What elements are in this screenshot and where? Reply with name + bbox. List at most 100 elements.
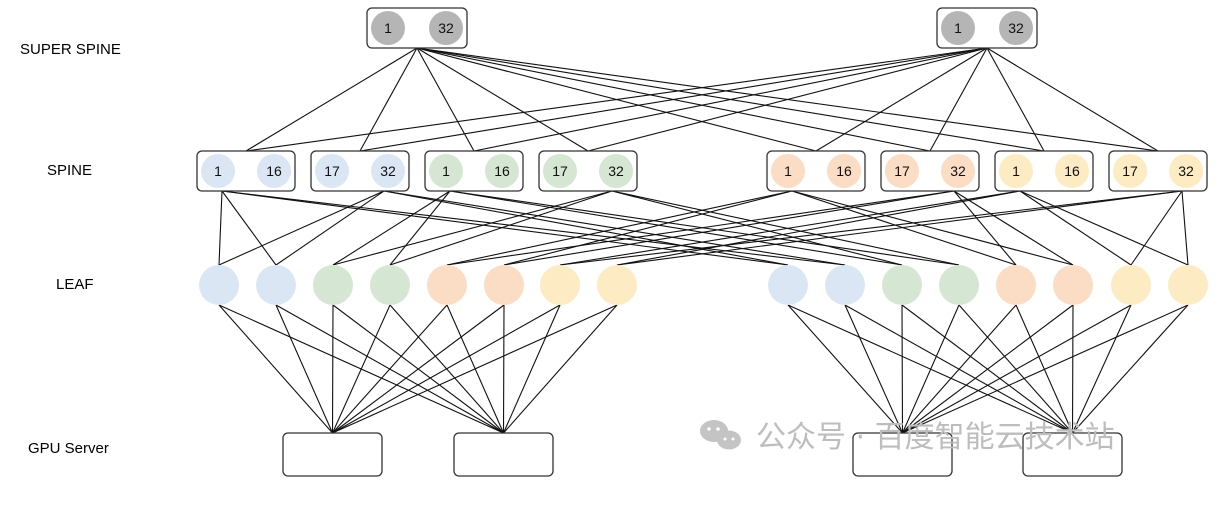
line-leaf-15-gpu-4	[1071, 304, 1132, 434]
port-label-right: 16	[1064, 163, 1080, 179]
line-leaf-8-gpu-2	[503, 304, 618, 434]
line-leaf-6-gpu-1	[332, 304, 505, 434]
leaf-switch-13	[996, 265, 1036, 305]
port-label-left: 17	[324, 163, 340, 179]
port-label-right: 32	[608, 163, 624, 179]
line-leaf-8-gpu-1	[332, 304, 618, 434]
port-label-left: 17	[552, 163, 568, 179]
port-label-left: 1	[1012, 163, 1020, 179]
line-leaf-12-gpu-3	[901, 304, 960, 434]
tier-label-leaf: LEAF	[56, 276, 94, 293]
line-leaf-9-gpu-3	[787, 304, 903, 434]
line-spine-1-leaf-9	[221, 190, 789, 266]
line-superspine-1-spine-1	[245, 47, 418, 152]
line-leaf-6-gpu-2	[502, 304, 505, 434]
line-superspine-1-spine-7	[416, 47, 1045, 152]
line-leaf-3-gpu-1	[331, 304, 334, 434]
port-label-right: 16	[266, 163, 282, 179]
line-spine-2-leaf-9	[383, 190, 789, 266]
spine-switch-1: 1 16	[196, 150, 296, 192]
line-spine-8-leaf-16	[1181, 190, 1189, 266]
line-spine-5-leaf-14	[791, 190, 1074, 266]
line-spine-1-leaf-1	[218, 190, 223, 266]
line-spine-3-leaf-12	[449, 190, 960, 266]
port-circle-left	[371, 11, 405, 45]
line-spine-4-leaf-4	[389, 190, 613, 266]
line-spine-5-leaf-13	[791, 190, 1017, 266]
line-spine-3-leaf-4	[389, 190, 451, 266]
port-circle-right	[941, 154, 975, 188]
line-spine-1-leaf-2	[221, 190, 277, 266]
line-spine-3-leaf-11	[449, 190, 903, 266]
port-label-left: 1	[784, 163, 792, 179]
port-label-right: 32	[438, 20, 454, 36]
line-spine-4-leaf-12	[611, 190, 960, 266]
port-label-right: 16	[494, 163, 510, 179]
port-circle-right	[371, 154, 405, 188]
port-circle-right	[257, 154, 291, 188]
gpu-server-4	[1022, 432, 1123, 477]
super-spine-switch-1: 1 32	[366, 7, 468, 49]
spine-switch-7: 1 16	[994, 150, 1094, 192]
line-superspine-2-spine-7	[986, 47, 1045, 152]
leaf-switch-4	[370, 265, 410, 305]
leaf-switch-7	[540, 265, 580, 305]
line-superspine-1-spine-4	[416, 47, 589, 152]
line-spine-2-leaf-10	[383, 190, 846, 266]
port-label-right: 32	[380, 163, 396, 179]
line-leaf-14-gpu-3	[902, 304, 1074, 434]
port-circle-left	[771, 154, 805, 188]
leaf-switch-12	[939, 265, 979, 305]
line-spine-7-leaf-7	[559, 190, 1021, 266]
port-label-right: 16	[836, 163, 852, 179]
leaf-switch-9	[768, 265, 808, 305]
line-superspine-2-spine-5	[815, 47, 988, 152]
port-circle-right	[827, 154, 861, 188]
leaf-switch-1	[199, 265, 239, 305]
port-circle-right	[999, 11, 1033, 45]
port-label-left: 17	[1122, 163, 1138, 179]
port-label-left: 1	[384, 20, 392, 36]
line-leaf-7-gpu-2	[502, 304, 561, 434]
leaf-switch-10	[825, 265, 865, 305]
line-superspine-1-spine-2	[359, 47, 418, 152]
watermark-text: 公众号 · 百度智能云技术站	[756, 420, 1115, 455]
port-label-right: 32	[1008, 20, 1024, 36]
port-circle-right	[1055, 154, 1089, 188]
line-spine-7-leaf-8	[616, 190, 1021, 266]
line-spine-1-leaf-10	[221, 190, 846, 266]
line-superspine-2-spine-8	[986, 47, 1159, 152]
line-superspine-1-spine-5	[416, 47, 817, 152]
line-superspine-1-spine-8	[416, 47, 1159, 152]
line-leaf-14-gpu-4	[1071, 304, 1074, 434]
port-circle-left	[941, 11, 975, 45]
tier-label-gpu-server: GPU Server	[28, 440, 109, 457]
line-leaf-10-gpu-3	[844, 304, 904, 434]
line-spine-6-leaf-5	[446, 190, 955, 266]
leaf-switch-6	[484, 265, 524, 305]
port-circle-left	[1113, 154, 1147, 188]
line-leaf-11-gpu-3	[901, 304, 904, 434]
port-circle-left	[999, 154, 1033, 188]
line-spine-8-leaf-7	[559, 190, 1183, 266]
port-label-left: 1	[214, 163, 222, 179]
line-superspine-1-spine-6	[416, 47, 931, 152]
port-label-right: 32	[950, 163, 966, 179]
line-spine-4-leaf-11	[611, 190, 903, 266]
leaf-switch-11	[882, 265, 922, 305]
port-circle-right	[429, 11, 463, 45]
spine-switch-5: 1 16	[766, 150, 866, 192]
line-leaf-16-gpu-4	[1072, 304, 1189, 434]
port-label-right: 32	[1178, 163, 1194, 179]
line-spine-7-leaf-16	[1019, 190, 1189, 266]
port-circle-right	[485, 154, 519, 188]
port-circle-right	[599, 154, 633, 188]
line-spine-4-leaf-3	[332, 190, 613, 266]
leaf-switch-5	[427, 265, 467, 305]
line-spine-6-leaf-6	[503, 190, 955, 266]
